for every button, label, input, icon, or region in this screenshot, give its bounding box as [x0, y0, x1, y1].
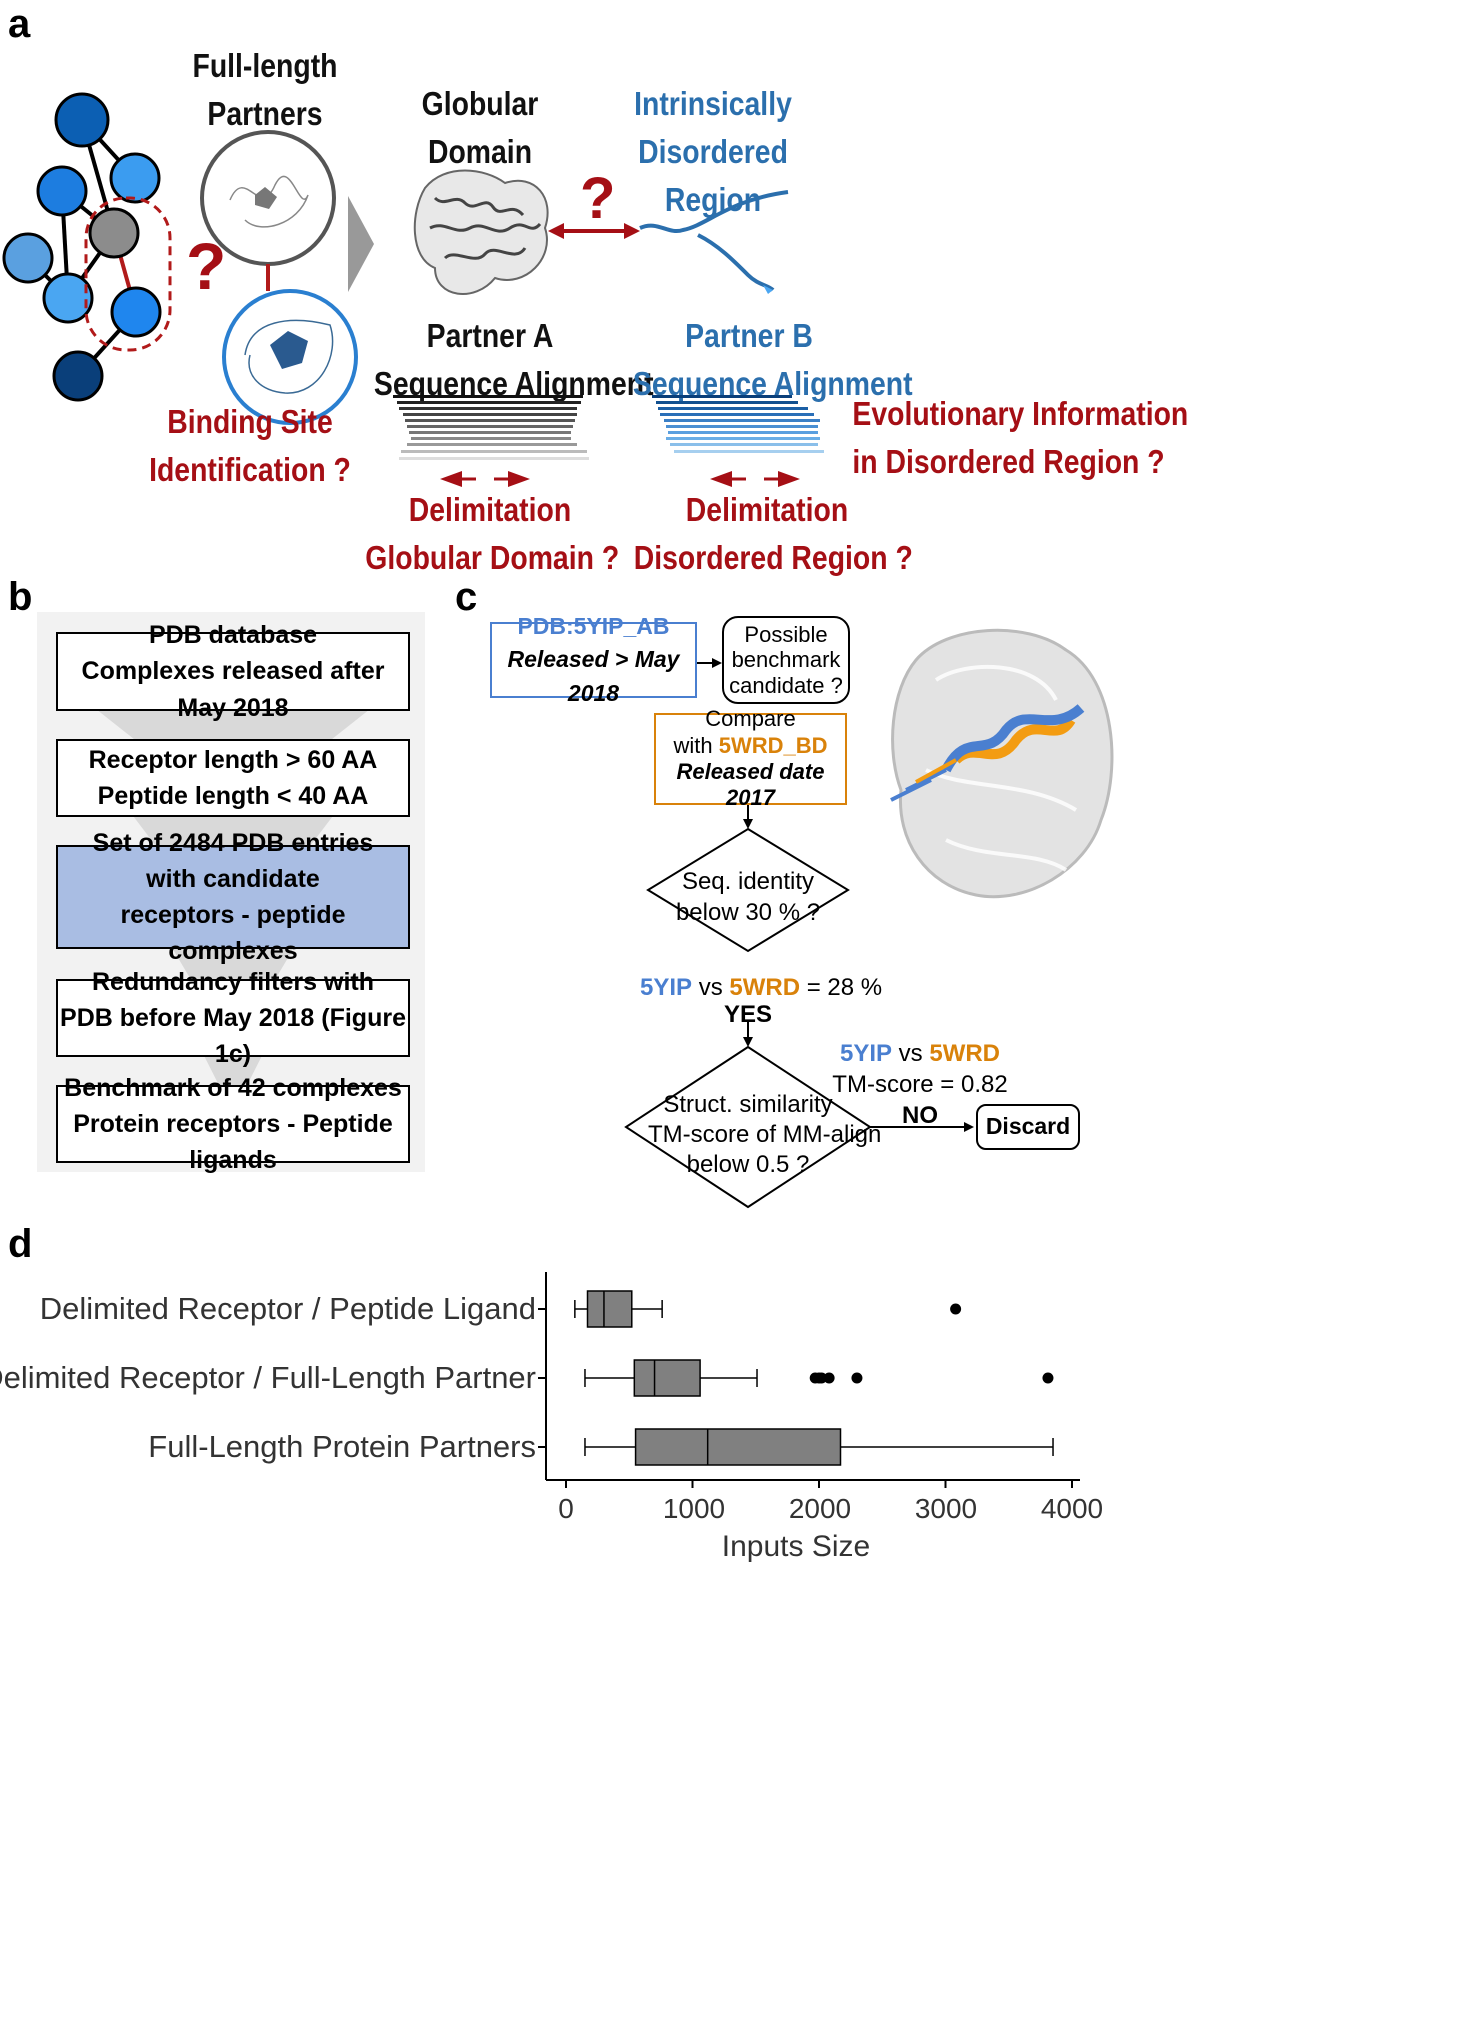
- outlier-point: [816, 1372, 828, 1384]
- full-length-partners-circles: [200, 130, 358, 425]
- delim-arrows-a: [440, 471, 530, 487]
- panel-label-d: d: [8, 1222, 33, 1266]
- x-tick-label: 2000: [788, 1493, 852, 1524]
- protein-network-graph: [2, 92, 172, 402]
- yes-label: YES: [723, 1001, 773, 1028]
- structure-superposition: [890, 628, 1114, 899]
- boxplot-chart: [538, 1272, 1080, 1488]
- panel-label-b: b: [8, 575, 33, 619]
- pdb-entry-box: PDB:5YIP_AB Released > May 2018: [490, 613, 697, 706]
- box-iqr: [586, 1290, 633, 1328]
- outlier-point: [950, 1303, 962, 1315]
- funnel-segment-3: [172, 949, 294, 979]
- category-label: Delimited Receptor / Full-Length Partner: [0, 1360, 536, 1395]
- outlier-point: [823, 1372, 835, 1384]
- x-tick-label: 0: [558, 1493, 574, 1524]
- double-arrow-red: [548, 223, 640, 239]
- seq-identity-result: 5YIP vs 5WRD = 28 %: [640, 974, 883, 1001]
- struct-result: 5YIP vs 5WRD TM-score = 0.82 NO: [832, 1040, 1008, 1130]
- x-tick-label: 4000: [1040, 1493, 1104, 1524]
- globular-domain-structure: [413, 169, 549, 295]
- idr-structure: [639, 190, 789, 294]
- panel-label-c: c: [455, 575, 478, 619]
- category-label: Full-Length Protein Partners: [148, 1429, 536, 1464]
- funnel-segment-2: [133, 817, 333, 845]
- outlier-point: [851, 1372, 863, 1384]
- delim-arrows-b: [710, 471, 800, 487]
- funnel-segment-1: [98, 711, 368, 739]
- discard-box: Discard: [976, 1104, 1080, 1150]
- box-iqr: [633, 1359, 701, 1397]
- panel-label-a: a: [8, 2, 31, 46]
- outlier-point: [1042, 1372, 1054, 1384]
- x-tick-label: 1000: [662, 1493, 726, 1524]
- flowchart-connectors: [624, 658, 974, 1209]
- question-mark-network: ?: [186, 229, 227, 303]
- partner-a-alignment: [393, 395, 589, 460]
- x-tick-label: 3000: [914, 1493, 978, 1524]
- compare-box: Compare with 5WRD_BD Released date 2017: [654, 706, 847, 810]
- category-label: Delimited Receptor / Peptide Ligand: [39, 1291, 536, 1326]
- question-mark-domains: ?: [580, 166, 616, 231]
- x-axis-label: Inputs Size: [721, 1530, 871, 1563]
- forward-arrow: [348, 196, 374, 292]
- box-iqr: [634, 1428, 842, 1466]
- partner-b-alignment: [652, 395, 824, 453]
